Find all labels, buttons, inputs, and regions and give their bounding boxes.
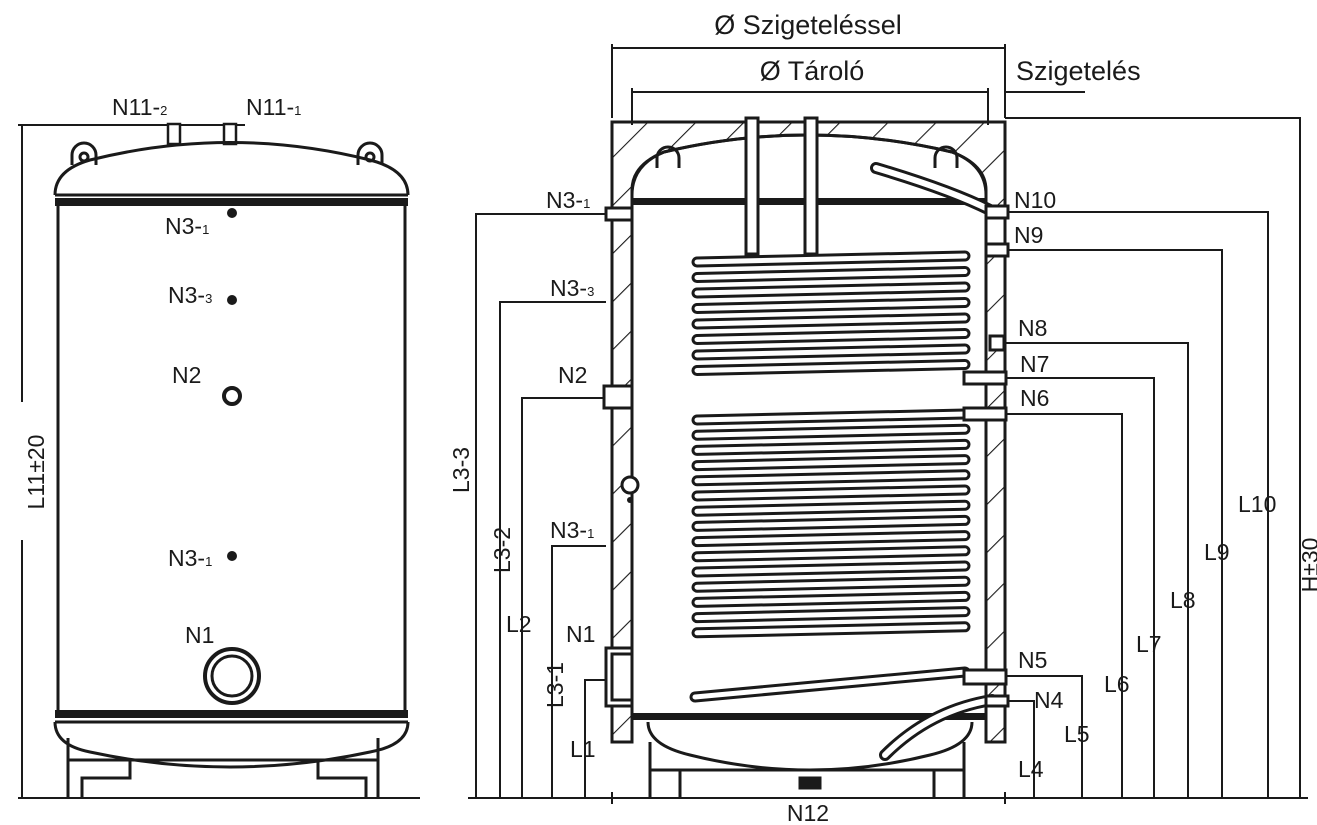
right-n2-label: N2 — [558, 362, 587, 388]
coil-turn-inner — [694, 300, 968, 311]
left-n1-label: N1 — [185, 622, 214, 648]
left-n3-1-top-label: N3-1 — [165, 213, 209, 239]
l1-label: L1 — [570, 736, 596, 762]
n8-label: N8 — [1018, 315, 1047, 341]
coil-turn-inner — [694, 315, 968, 327]
right-dimension-leaders — [468, 117, 1308, 804]
left-tank-base — [66, 738, 380, 798]
n10-label: N10 — [1014, 187, 1056, 213]
coil-turn-inner — [694, 269, 968, 280]
top-nozzles — [166, 122, 238, 146]
left-n3-3-label: N3-3 — [168, 282, 212, 308]
insulated-diameter-title: Ø Szigeteléssel — [714, 10, 902, 40]
l8-label: L8 — [1170, 587, 1196, 613]
coil-turn-inner — [694, 426, 968, 438]
tank-diameter-title: Ø Tároló — [760, 56, 865, 86]
diameter-dimension-lines — [611, 44, 1085, 125]
l9-label: L9 — [1204, 539, 1230, 565]
coil-turn-inner — [694, 457, 968, 469]
coil-turn-inner — [694, 517, 968, 529]
coil-turn-inner — [694, 441, 968, 453]
coil-turn-inner — [694, 472, 968, 484]
left-connections — [203, 208, 261, 705]
upper-heat-exchanger-coil — [691, 250, 971, 376]
l4-label: L4 — [1018, 756, 1044, 782]
right-n3-1-top-label: N3-1 — [546, 187, 590, 213]
l7-label: L7 — [1136, 631, 1162, 657]
l3-3-label: L3-3 — [448, 447, 474, 493]
coil-turn-inner — [694, 362, 968, 373]
right-n3-1-bottom-label: N3-1 — [550, 517, 594, 543]
coil-turn-inner — [694, 548, 968, 560]
l2-label: L2 — [506, 611, 532, 637]
n11-2-label: N11-2 — [112, 94, 167, 120]
right-lifting-eye-icon — [655, 145, 959, 168]
l10-label: L10 — [1238, 491, 1276, 517]
n11-1-label: N11-1 — [246, 94, 301, 120]
coil-turn-inner — [694, 563, 968, 575]
n3-1-top-port-icon — [227, 208, 237, 218]
coil-turn-inner — [694, 253, 968, 265]
l11-label: L11±20 — [23, 435, 49, 510]
n2-port-icon — [222, 386, 242, 406]
right-tank-base — [648, 742, 966, 798]
coil-turn-inner — [694, 502, 968, 514]
left-n3-1-bottom-label: N3-1 — [168, 545, 212, 571]
insulation-title: Szigetelés — [1016, 56, 1141, 86]
right-n3-3-label: N3-3 — [550, 275, 594, 301]
l5-label: L5 — [1064, 721, 1090, 747]
n7-label: N7 — [1020, 351, 1049, 377]
coil-turn-inner — [694, 411, 968, 423]
coil-turn-inner — [694, 346, 968, 358]
coil-turn-inner — [694, 331, 968, 342]
n6-label: N6 — [1020, 385, 1049, 411]
coil-turn-inner — [694, 593, 968, 605]
lower-heat-exchanger-coil — [691, 408, 971, 639]
l3-2-label: L3-2 — [489, 527, 515, 573]
right-n1-label: N1 — [566, 621, 595, 647]
n9-label: N9 — [1014, 222, 1043, 248]
n4-inlet-pipe — [879, 694, 998, 761]
coil-turn-inner — [694, 533, 968, 545]
l6-label: L6 — [1104, 671, 1130, 697]
top-pipes — [744, 116, 819, 256]
left-n2-label: N2 — [172, 362, 201, 388]
l3-1-label: L3-1 — [542, 662, 568, 708]
left-tank-body — [53, 141, 410, 769]
n3-1-bottom-port-icon — [227, 551, 237, 561]
n5-label: N5 — [1018, 647, 1047, 673]
coil-turn-inner — [694, 578, 968, 590]
h-label: H±30 — [1297, 538, 1317, 593]
coil-turn-inner — [694, 609, 968, 621]
n4-label: N4 — [1034, 687, 1064, 713]
right-view: Ø Szigeteléssel Ø Tároló Szigetelés — [448, 10, 1317, 825]
lifting-eye-icon — [70, 141, 384, 165]
coil-turn-inner — [694, 284, 968, 296]
left-view: L11±20 N11-2 N11-1 — [18, 94, 420, 799]
n12-label: N12 — [787, 800, 829, 825]
coil-turn-inner — [694, 487, 968, 499]
l11-dimension-line — [18, 124, 420, 799]
n3-3-port-icon — [227, 295, 237, 305]
coil-turn-inner — [694, 624, 968, 636]
